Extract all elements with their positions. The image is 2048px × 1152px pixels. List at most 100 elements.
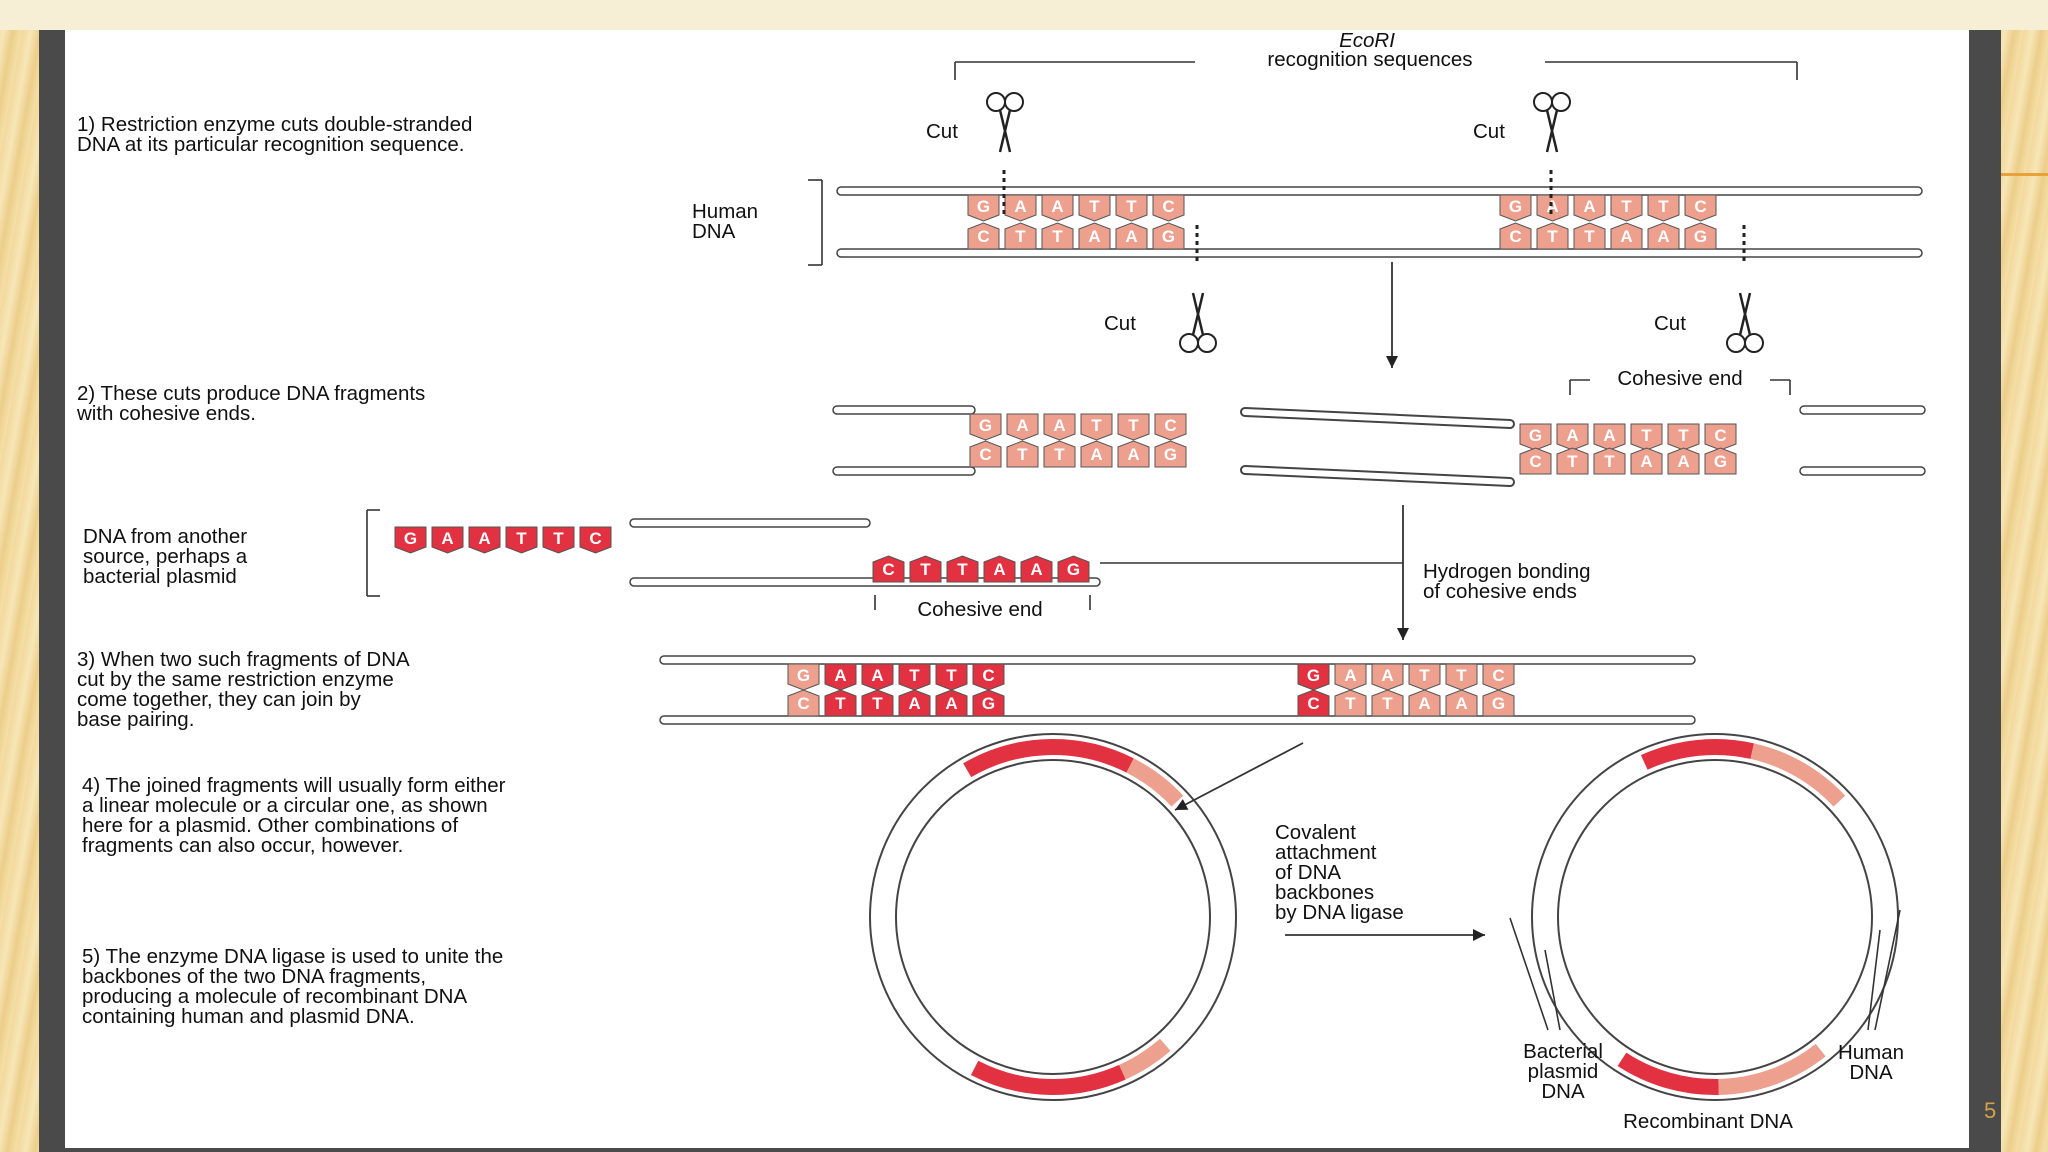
plasmid-left-top-letter-6: C <box>589 529 601 548</box>
hydrogen-bonding-label-line-2: of cohesive ends <box>1423 580 1577 603</box>
site-right-top-letter-4: T <box>1621 197 1632 216</box>
site-left-top-base-3 <box>1041 194 1074 222</box>
human-dna-top-strand <box>836 186 1923 196</box>
step3-text-line-2: cut by the same restriction enzyme <box>77 668 394 691</box>
site-left-bottom-letter-1: C <box>977 227 989 246</box>
cut-site-right-top-letter-3: A <box>1603 426 1615 445</box>
joined-site-right-bottom-base-4 <box>1408 689 1441 717</box>
scissors-bottom-left <box>1179 292 1217 353</box>
cut-site-left-top-letter-4: T <box>1091 416 1102 435</box>
site-right-bottom-letter-4: A <box>1620 227 1632 246</box>
joined-site-right-bottom-letter-5: A <box>1455 694 1467 713</box>
human-dna-label-line-2: DNA <box>692 220 736 243</box>
cut-site-left-bottom-base-5 <box>1117 440 1150 468</box>
joined-site-right-bottom-base-2 <box>1334 689 1367 717</box>
joined-site-left-bottom-base-5 <box>935 689 968 717</box>
site-right-bottom-base-2 <box>1536 222 1569 250</box>
pointer-human-2 <box>1874 909 1901 1031</box>
frag-right-top <box>1799 405 1926 415</box>
site-right-top-base-2 <box>1536 194 1569 222</box>
site-right-top-letter-1: G <box>1509 197 1522 216</box>
site-right-bottom-base-6 <box>1684 222 1717 250</box>
joined-top-strand <box>659 655 1696 665</box>
cut-site-right-bottom-letter-1: C <box>1529 452 1541 471</box>
cut-site-left-top-letter-3: A <box>1053 416 1065 435</box>
ring1-band-bottom-human <box>1119 1038 1171 1080</box>
cut-site-left-top-letter-1: G <box>979 416 992 435</box>
joined-site-right-bottom-letter-6: G <box>1492 694 1505 713</box>
plasmid-right-bottom-base-4 <box>983 555 1016 583</box>
covalent-attachment-label-line-4: backbones <box>1275 881 1374 904</box>
step1-text-line-2: DNA at its particular recognition sequen… <box>77 133 464 156</box>
cut-site-right-top-base-6 <box>1704 423 1737 451</box>
scissors-top-left-ring-right <box>1004 92 1024 112</box>
frag-right-bottom <box>1799 466 1926 476</box>
cut-site-right-top-letter-6: C <box>1714 426 1726 445</box>
joined-site-left-bottom-letter-3: T <box>872 694 883 713</box>
site-left-top-letter-3: A <box>1051 197 1063 216</box>
frag-middle-top-core <box>1242 409 1513 427</box>
site-right-top-letter-2: A <box>1546 197 1558 216</box>
plasmid-right-bottom-letter-3: T <box>957 560 968 579</box>
site-left-top-letter-5: T <box>1126 197 1137 216</box>
bacterial-plasmid-dna-label-line-2: plasmid <box>1528 1060 1599 1083</box>
site-left-bottom-letter-5: A <box>1125 227 1137 246</box>
cut-site-right-top-letter-5: T <box>1678 426 1689 445</box>
joined-site-left-bottom-base-3 <box>861 689 894 717</box>
plasmid-right-bottom-base-6 <box>1057 555 1090 583</box>
joined-site-right-bottom-letter-4: A <box>1418 694 1430 713</box>
cut-site-left-top-base-1 <box>969 413 1002 441</box>
cut-site-left-bottom-letter-6: G <box>1164 445 1177 464</box>
cut-site-right-top-letter-2: A <box>1566 426 1578 445</box>
cut-site-right-top-letter-1: G <box>1529 426 1542 445</box>
plasmid-ring-inner <box>895 759 1211 1075</box>
step5-text-line-1: 5) The enzyme DNA ligase is used to unit… <box>82 945 503 968</box>
scissors-top-left-ring-left <box>986 92 1006 112</box>
plasmid-right-bottom-base-2 <box>909 555 942 583</box>
covalent-attachment-label-line-2: attachment <box>1275 841 1377 864</box>
dna-strands <box>629 186 1926 1101</box>
plasmid-bottom-strand <box>629 577 1101 587</box>
cut-site-left-top-base-5 <box>1117 413 1150 441</box>
scissors-bottom-right-ring-left <box>1726 333 1746 353</box>
plasmid-right-bottom-base-5 <box>1020 555 1053 583</box>
joined-site-right-bottom-letter-2: T <box>1345 694 1356 713</box>
site-right-bottom-letter-3: T <box>1584 227 1595 246</box>
scissors-top-right <box>1533 92 1571 153</box>
scissors-top-right-ring-right <box>1551 92 1571 112</box>
site-left-top-base-1 <box>967 194 1000 222</box>
plasmid-source-label-line-1: DNA from another <box>83 525 247 548</box>
site-left-bottom-base-5 <box>1115 222 1148 250</box>
accent-line <box>2001 173 2048 176</box>
joined-site-left-bottom-letter-5: A <box>945 694 957 713</box>
joined-site-left-bottom-base-2 <box>824 689 857 717</box>
cohesive-end-label-2: Cohesive end <box>917 598 1042 621</box>
site-right-bottom-base-4 <box>1610 222 1643 250</box>
joined-site-left-bottom-letter-6: G <box>982 694 995 713</box>
joined-site-right-top-base-5 <box>1445 663 1478 691</box>
site-left-bottom-base-4 <box>1078 222 1111 250</box>
joined-site-right-bottom-base-3 <box>1371 689 1404 717</box>
cut-site-right-bottom-letter-2: T <box>1567 452 1578 471</box>
site-right-top-base-3 <box>1573 194 1606 222</box>
site-left-bottom-letter-6: G <box>1162 227 1175 246</box>
pointer-bacterial-2 <box>1544 949 1561 1031</box>
ring2-band-top-red <box>1640 739 1754 770</box>
cut-site-left-bottom-base-6 <box>1154 440 1187 468</box>
joined-site-left-bottom-letter-1: C <box>797 694 809 713</box>
plasmid-right-bottom-letter-5: A <box>1030 560 1042 579</box>
site-right-top-base-6 <box>1684 194 1717 222</box>
covalent-attachment-label-line-5: by DNA ligase <box>1275 901 1404 924</box>
joined-site-right-top-base-2 <box>1334 663 1367 691</box>
scissors-bottom-right-blades <box>1738 292 1752 336</box>
joined-site-right-bottom-base-1 <box>1297 689 1330 717</box>
step3-text-line-1: 3) When two such fragments of DNA <box>77 648 410 671</box>
site-left-top-letter-6: C <box>1162 197 1174 216</box>
cut-site-right-top-base-1 <box>1519 423 1552 451</box>
joined-site-left-top-letter-3: A <box>871 666 883 685</box>
cut-site-left-bottom-letter-1: C <box>979 445 991 464</box>
plasmid-left-top-letter-1: G <box>404 529 417 548</box>
site-left-bottom-base-3 <box>1041 222 1074 250</box>
joined-site-left-top-base-4 <box>898 663 931 691</box>
